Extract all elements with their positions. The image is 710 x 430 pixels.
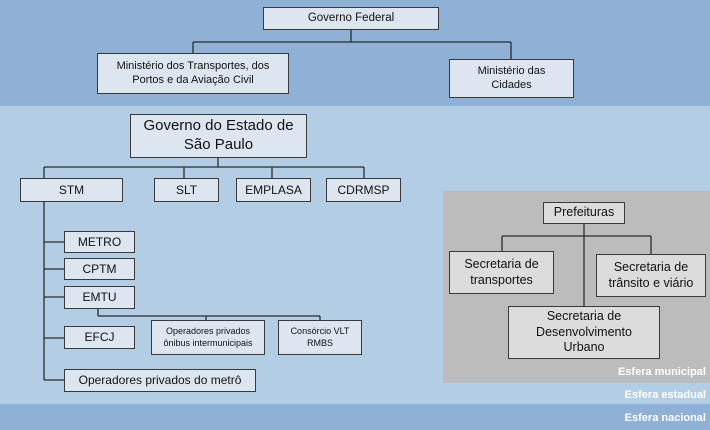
metro-box: METRO [64,231,135,253]
stm-box: STM [20,178,123,202]
operadores-metro-box: Operadores privados do metrô [64,369,256,392]
secretaria-transito-label: Secretaria de trânsito e viário [608,259,694,290]
governo-federal-box: Governo Federal [263,7,439,30]
ministerio-cidades-box: Ministério das Cidades [449,59,574,98]
efcj-box: EFCJ [64,326,135,349]
efcj-label: EFCJ [84,330,115,344]
ministerio-cidades-label: Ministério das Cidades [477,64,546,91]
cdrmsp-label: CDRMSP [337,182,390,197]
esfera-estadual-label: Esfera estadual [624,389,706,401]
stm-label: STM [58,182,85,197]
emplasa-box: EMPLASA [236,178,311,202]
cptm-box: CPTM [64,258,135,280]
secretaria-transportes-box: Secretaria de transportes [449,251,554,294]
ministerio-transportes-label: Ministério dos Transportes, dos Portos e… [116,59,270,86]
consorcio-vlt-label: Consórcio VLT RMBS [290,326,350,348]
cptm-label: CPTM [82,261,117,276]
national-sphere-strip [0,404,710,430]
prefeituras-label: Prefeituras [553,205,615,220]
governo-federal-label: Governo Federal [307,12,395,25]
emplasa-label: EMPLASA [245,182,302,197]
governo-estado-label: Governo do Estado de São Paulo [143,117,294,153]
operadores-onibus-label: Operadores privados ônibus intermunicipa… [163,326,253,348]
esfera-nacional-label: Esfera nacional [624,412,706,424]
secretaria-transportes-label: Secretaria de transportes [464,256,539,287]
consorcio-vlt-box: Consórcio VLT RMBS [278,320,362,355]
operadores-onibus-box: Operadores privados ônibus intermunicipa… [151,320,265,355]
metro-label: METRO [77,234,122,249]
slt-label: SLT [175,182,198,197]
secretaria-desenvolvimento-box: Secretaria de Desenvolvimento Urbano [508,306,660,359]
emtu-label: EMTU [82,290,117,304]
esfera-municipal-label: Esfera municipal [617,366,706,378]
emtu-box: EMTU [64,286,135,309]
governo-estado-box: Governo do Estado de São Paulo [130,114,307,158]
secretaria-desenvolvimento-label: Secretaria de Desenvolvimento Urbano [536,309,632,355]
slt-box: SLT [154,178,219,202]
ministerio-transportes-box: Ministério dos Transportes, dos Portos e… [97,53,289,94]
secretaria-transito-box: Secretaria de trânsito e viário [596,254,706,297]
prefeituras-box: Prefeituras [543,202,625,224]
cdrmsp-box: CDRMSP [326,178,401,202]
operadores-metro-label: Operadores privados do metrô [78,373,242,387]
